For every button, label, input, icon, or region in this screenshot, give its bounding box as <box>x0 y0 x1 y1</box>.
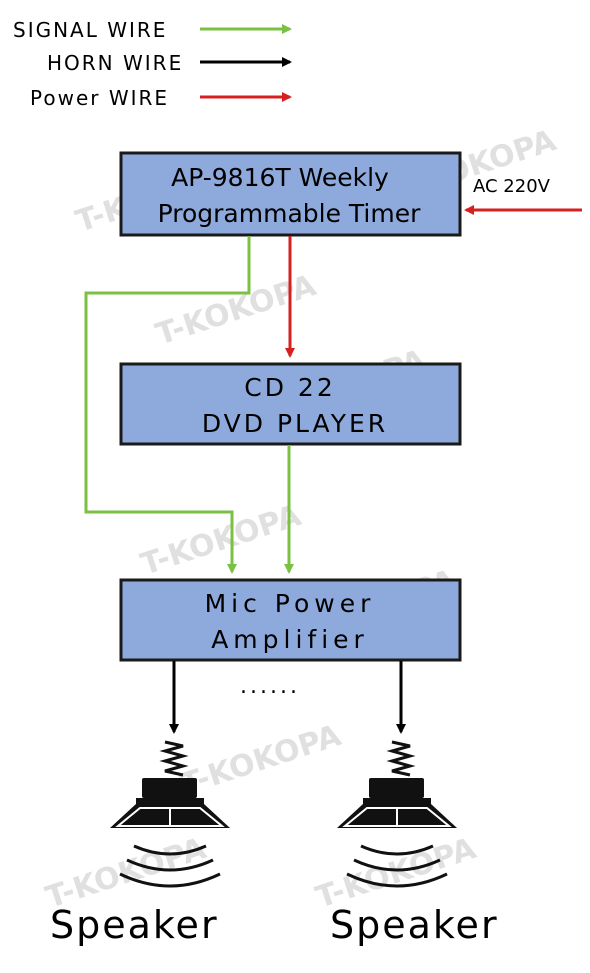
legend-horn-label: HORN WIRE <box>47 51 183 75</box>
wires <box>84 236 406 734</box>
dvd-line2: DVD PLAYER <box>202 409 388 438</box>
watermark-text: T-KOKOPA <box>152 268 321 353</box>
legend-power-label: Power WIRE <box>30 86 169 110</box>
signal-wire-timer-to-amplifier <box>84 236 251 574</box>
dvd-line1: CD 22 <box>244 373 335 402</box>
timer-box: AP-9816T Weekly Programmable Timer <box>119 151 462 237</box>
dvd-box: CD 22 DVD PLAYER <box>119 362 462 446</box>
legend-signal-label: SIGNAL WIRE <box>13 18 167 42</box>
watermarks: T-KOKOPA T-KOKOPA T-KOKOPA T-KOKOPA T-KO… <box>42 123 561 916</box>
amplifier-line2: Amplifier <box>211 625 369 654</box>
more-speakers-ellipsis: ...... <box>240 674 300 699</box>
speaker-icon <box>337 740 457 828</box>
speaker-left: Speaker <box>50 740 230 947</box>
amplifier-line1: Mic Power <box>205 589 376 618</box>
timer-line1: AP-9816T Weekly <box>171 163 389 192</box>
speaker-icon <box>110 740 230 828</box>
sound-waves-icon <box>346 844 448 888</box>
speaker-left-label: Speaker <box>50 903 219 947</box>
speaker-right-label: Speaker <box>330 903 499 947</box>
sound-waves-icon <box>119 844 221 888</box>
watermark-text: T-KOKOPA <box>177 718 346 803</box>
timer-line2: Programmable Timer <box>158 199 421 228</box>
legend: SIGNAL WIRE HORN WIRE Power WIRE <box>13 18 292 110</box>
amplifier-box: Mic Power Amplifier <box>119 578 462 662</box>
speaker-right: Speaker <box>330 740 499 947</box>
power-input-label: AC 220V <box>473 176 551 197</box>
